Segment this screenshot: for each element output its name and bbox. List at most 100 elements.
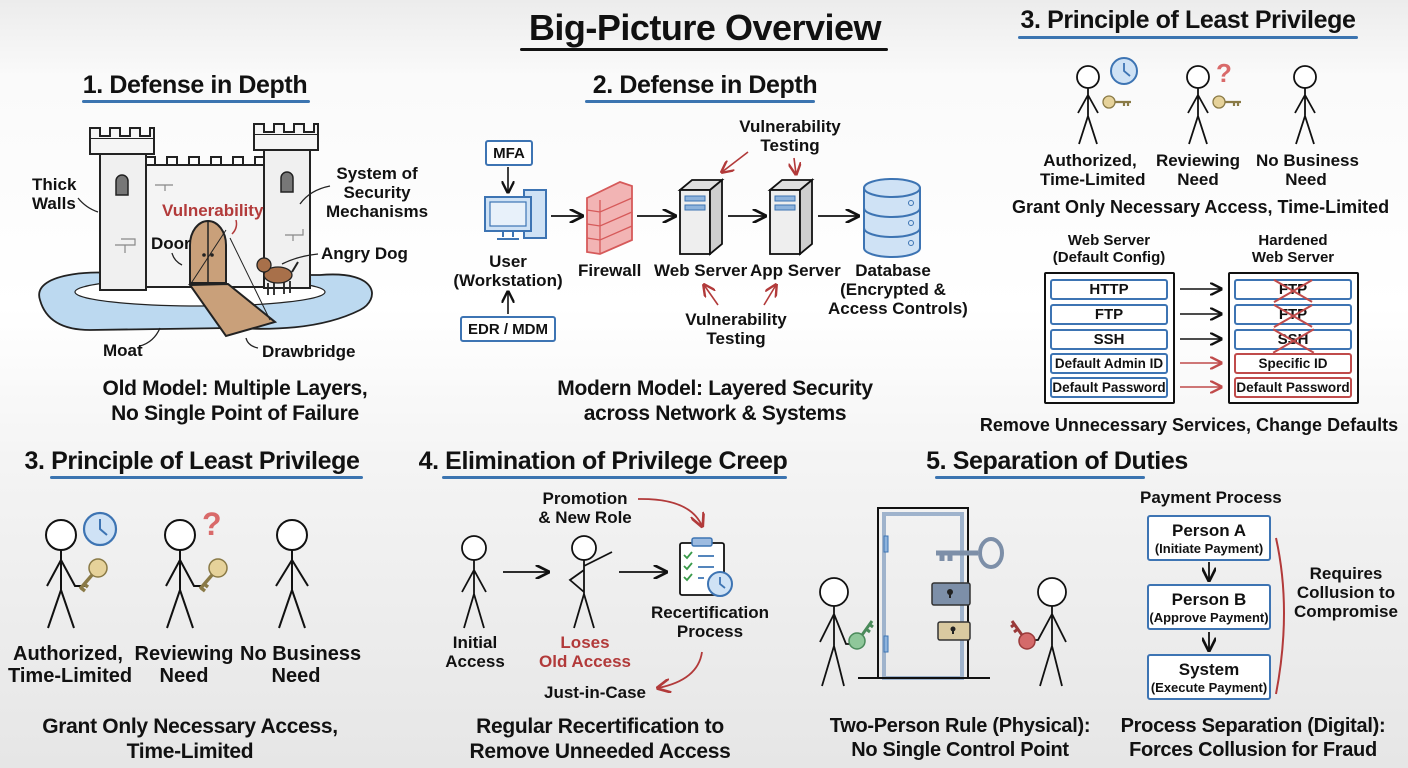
physical-caption-line2: No Single Control Point: [851, 739, 1069, 761]
key-icon-green: [848, 620, 874, 650]
clock-icon: [1110, 57, 1138, 85]
label-initial-line2: Access: [445, 652, 505, 672]
panel-castle-title-underline: [82, 100, 310, 103]
label-initial-line1: Initial: [452, 633, 498, 652]
castle-caption-line2: No Single Point of Failure: [111, 402, 359, 426]
creep-diagram: [461, 498, 733, 768]
clipboard-checklist-icon: [679, 537, 733, 597]
label-collusion-line3: Compromise: [1294, 602, 1398, 622]
lp-bottom-caption: Grant Only Necessary Access, Time-Limite…: [20, 714, 360, 764]
lp-top-nobusiness-line2: Need: [1285, 170, 1327, 190]
stick-figure-authorized: [1076, 65, 1100, 145]
panel-network-title: 2. Defense in Depth: [592, 71, 818, 99]
network-caption-line1: Modern Model: Layered Security: [557, 377, 873, 400]
step-action: (Execute Payment): [1150, 679, 1268, 695]
lp-bottom-nobusiness-line1: No Business: [240, 643, 362, 665]
panel-lp-bottom-title: 3. Principle of Least Privilege: [24, 447, 360, 475]
label-loses-old-access: Loses Old Access: [530, 633, 640, 671]
panel-castle-title: 1. Defense in Depth: [82, 71, 308, 99]
removed-service-label: SSH: [1277, 331, 1309, 348]
creep-caption: Regular Recertification to Remove Unneed…: [420, 714, 780, 764]
default-header-line2: (Default Config): [1052, 249, 1166, 267]
lp-bottom-label-no-business: No Business Need: [240, 643, 362, 688]
label-web-server: Web Server: [654, 261, 748, 280]
hardened-item-ftp-removed: FTP: [1234, 279, 1352, 300]
hardening-caption: Remove Unnecessary Services, Change Defa…: [979, 415, 1399, 435]
label-app-server: App Server: [750, 261, 841, 280]
panel-sod-title-underline: [935, 476, 1145, 479]
drawbridge-icon: [188, 282, 278, 338]
label-user: User: [489, 252, 527, 271]
label-collusion-line2: Collusion to: [1296, 583, 1396, 603]
label-user-workstation: User (Workstation): [452, 252, 564, 290]
label-database: Database (Encrypted & Access Controls): [828, 261, 968, 318]
stick-figure-left: [819, 577, 856, 687]
lp-top-authorized-line2: Time-Limited: [1040, 170, 1146, 190]
creep-caption-line1: Regular Recertification to: [476, 715, 724, 738]
lp-bottom-nobusiness-line2: Need: [271, 665, 321, 688]
panel-lp-top-title: 3. Principle of Least Privilege: [1020, 6, 1356, 34]
network-caption: Modern Model: Layered Security across Ne…: [520, 376, 910, 426]
firewall-icon: [586, 181, 633, 255]
lp-top-authorized-line1: Authorized,: [1043, 151, 1137, 170]
step-name: Person A: [1171, 520, 1246, 540]
stick-figure-no-need: [275, 519, 309, 629]
label-vuln-bottom-line2: Testing: [706, 329, 766, 349]
removed-service-label: FTP: [1278, 281, 1308, 298]
lp-bottom-figures: ?: [45, 506, 309, 629]
padlock-lower-icon: [937, 621, 971, 641]
step-action: (Initiate Payment): [1154, 540, 1264, 556]
database-icon: [863, 178, 921, 258]
castle-illustration: [38, 123, 373, 349]
lp-bottom-reviewing-line2: Need: [159, 665, 209, 688]
panel-lp-bottom-title-underline: [50, 476, 363, 479]
label-vuln-testing-bottom: Vulnerability Testing: [681, 310, 791, 348]
label-recertification-process: Recertification Process: [640, 603, 780, 641]
default-item-ftp: FTP: [1050, 304, 1168, 325]
label-initial-access: Initial Access: [435, 633, 515, 671]
lp-top-caption: Grant Only Necessary Access, Time-Limite…: [1012, 197, 1390, 217]
label-collusion-line1: Requires: [1309, 564, 1383, 583]
default-header-line1: Web Server: [1067, 232, 1151, 249]
key-icon-red: [1010, 620, 1036, 650]
label-promotion: Promotion & New Role: [530, 489, 640, 527]
stick-figure-authorized: [45, 519, 85, 629]
label-system-of-security: System of Security Mechanisms: [326, 164, 429, 222]
lp-top-label-no-business: No Business Need: [1256, 151, 1359, 190]
lp-bottom-reviewing-line1: Reviewing: [134, 643, 234, 665]
mfa-box: MFA: [485, 140, 533, 166]
collusion-bracket: [1275, 537, 1285, 695]
physical-caption-line1: Two-Person Rule (Physical):: [829, 715, 1091, 737]
label-vuln-bottom-line1: Vulnerability: [685, 310, 787, 329]
label-recert-line2: Process: [676, 622, 744, 642]
hardened-item-specific-id: Specific ID: [1234, 353, 1352, 374]
page-title-underline: [520, 48, 888, 51]
large-key-icon: [936, 537, 1004, 569]
step-name: System: [1178, 659, 1240, 679]
clock-icon: [82, 511, 118, 547]
lp-bottom-caption-line2: Time-Limited: [126, 740, 254, 764]
stick-figure-right: [1028, 577, 1067, 687]
default-item-ssh: SSH: [1050, 329, 1168, 350]
default-config-header: Web Server (Default Config): [1044, 232, 1174, 267]
digital-caption-line2: Forces Collusion for Fraud: [1129, 739, 1377, 761]
key-icon-gold-2: [198, 558, 228, 593]
physical-caption: Two-Person Rule (Physical): No Single Co…: [815, 714, 1105, 762]
label-recert-line1: Recertification: [650, 603, 770, 622]
panel-creep-title: 4. Elimination of Privilege Creep: [418, 447, 788, 475]
label-workstation: (Workstation): [453, 271, 563, 291]
castle-caption: Old Model: Multiple Layers, No Single Po…: [40, 376, 430, 426]
stick-figure-promoted: [568, 535, 613, 629]
key-icon-gold-2: [1212, 95, 1241, 109]
hardened-header: Hardened Web Server: [1228, 232, 1358, 267]
hardened-header-line2: Web Server: [1251, 249, 1335, 267]
app-server-icon: [767, 178, 815, 256]
hardened-item-ssh-removed: SSH: [1234, 329, 1352, 350]
digital-caption-line1: Process Separation (Digital):: [1120, 715, 1386, 737]
padlock-upper-icon: [931, 582, 971, 606]
key-icon-gold: [78, 558, 108, 593]
panel-creep-title-underline: [442, 476, 787, 479]
creep-caption-line2: Remove Unneeded Access: [469, 740, 731, 764]
label-database-line2: (Encrypted &: [840, 280, 946, 300]
key-icon-gold: [1102, 95, 1131, 109]
